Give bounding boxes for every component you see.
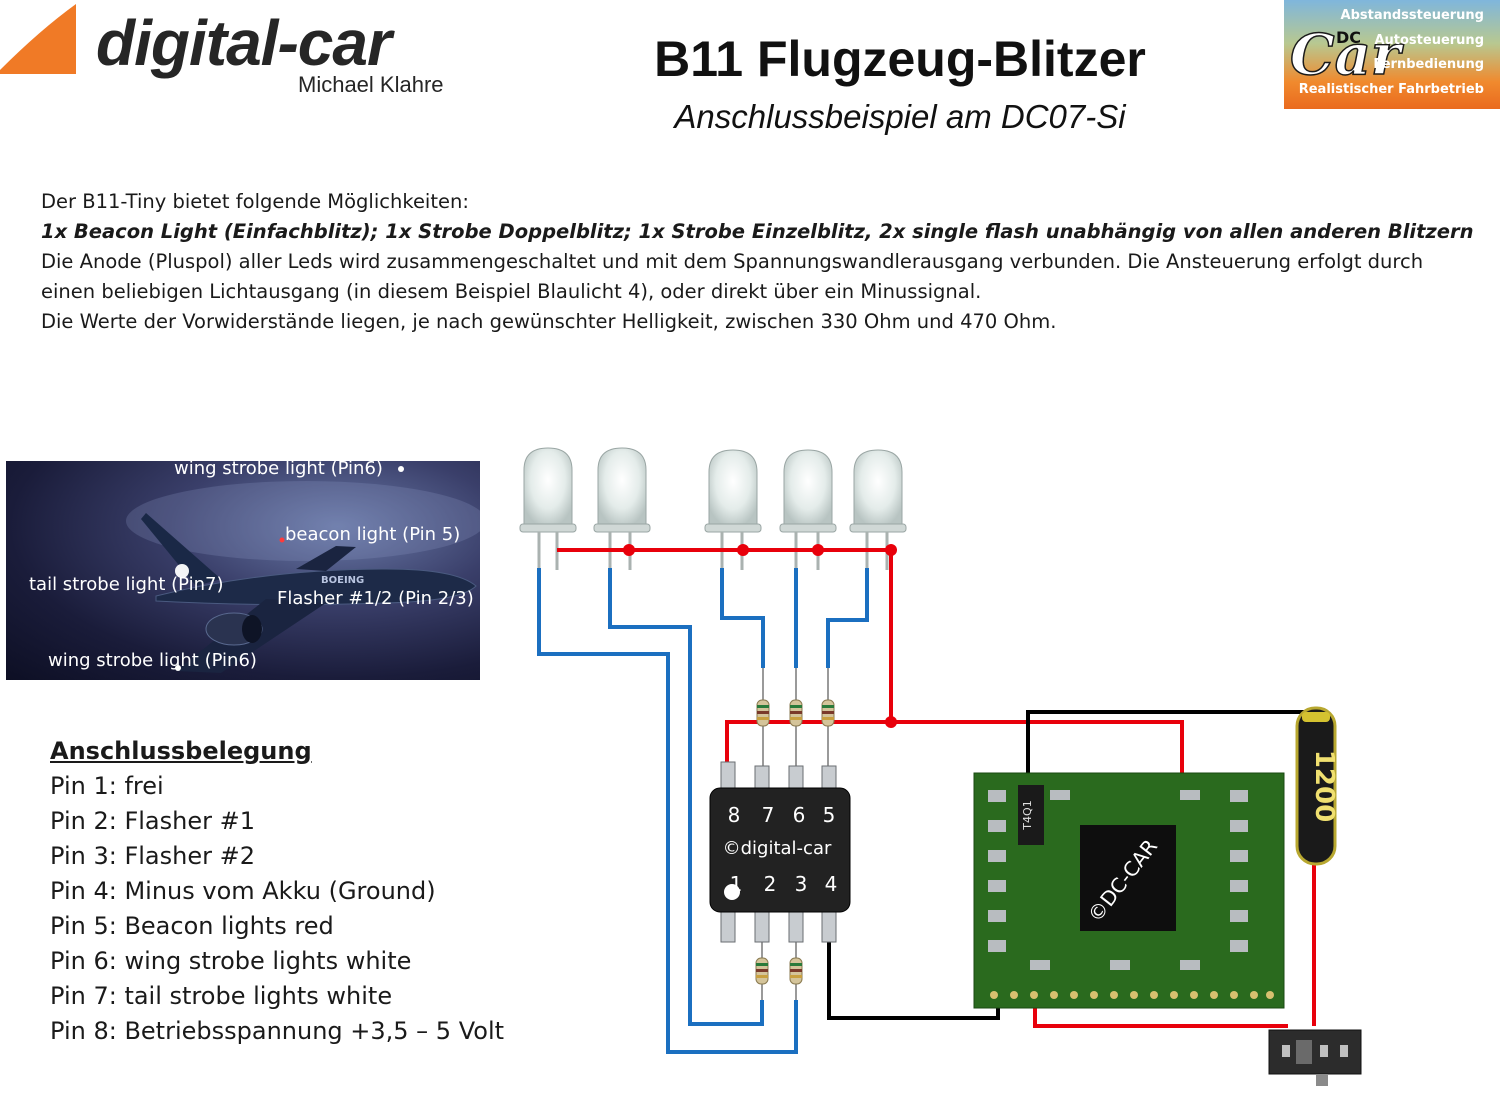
led-5: [849, 449, 907, 570]
b11-chip: 8 7 6 5 ©digital-car 1 2 3 4: [709, 761, 851, 943]
power-switch: [1268, 1029, 1362, 1086]
anode-wires-red: [557, 548, 1316, 1028]
description-line: Der B11-Tiny bietet folgende Möglichkeit…: [41, 190, 469, 213]
dc-car-feature: Abstandssteuerung: [1340, 8, 1484, 23]
pin-assignment-list: Anschlussbelegung Pin 1: frei Pin 2: Fla…: [50, 734, 504, 1049]
airplane-image: BOEING wing strobe light (Pin6) beacon l…: [6, 461, 480, 680]
description-features: 1x Beacon Light (Einfachblitz); 1x Strob…: [41, 220, 1474, 243]
pin-list-item: Pin 6: wing strobe lights white: [50, 947, 412, 975]
chip-pin-4: 4: [825, 872, 838, 896]
pin-list-item: Pin 5: Beacon lights red: [50, 912, 334, 940]
battery-label: 1200: [1309, 750, 1339, 822]
battery-1200: 1200: [1295, 706, 1339, 866]
chip-pin-3: 3: [795, 872, 808, 896]
chip-label: ©digital-car: [723, 838, 832, 859]
label-flasher: Flasher #1/2 (Pin 2/3): [277, 588, 474, 609]
led-3: [704, 449, 762, 570]
dc-car-feature: Fernbedienung: [1373, 57, 1484, 72]
airplane-illustration: BOEING: [126, 466, 480, 673]
description-line: Die Anode (Pluspol) aller Leds wird zusa…: [41, 250, 1424, 273]
chip-pin-5: 5: [823, 803, 836, 827]
led-1: [519, 447, 577, 570]
anode-junctions: [623, 544, 897, 728]
fuselage-text: BOEING: [321, 575, 364, 586]
pin-list-heading: Anschlussbelegung: [50, 737, 312, 765]
dc-car-logo-dc: DC: [1336, 28, 1362, 47]
pin-list-item: Pin 3: Flasher #2: [50, 842, 255, 870]
label-wing-strobe-bottom: wing strobe light (Pin6): [48, 650, 257, 671]
resistor-top-2: [789, 668, 803, 770]
dc-car-logo: Car DC Abstandssteuerung Autosteuerung F…: [1284, 0, 1500, 109]
pin-list-item: Pin 4: Minus vom Akku (Ground): [50, 877, 436, 905]
description-line: Die Werte der Vorwiderstände liegen, je …: [41, 310, 1057, 333]
led-4: [779, 449, 837, 570]
pin-list-item: Pin 2: Flasher #1: [50, 807, 255, 835]
chip-pin-8: 8: [728, 803, 741, 827]
resistor-top-1: [756, 668, 770, 770]
description-line: einen beliebigen Lichtausgang (in diesem…: [41, 280, 982, 303]
chip-pin-6: 6: [793, 803, 806, 827]
chip-pin-1: 1: [730, 872, 743, 896]
pin-list-item: Pin 7: tail strobe lights white: [50, 982, 393, 1010]
digital-car-logo: digital-car Michael Klahre: [0, 0, 444, 97]
resistor-top-3: [821, 668, 835, 770]
page-subtitle: Anschlussbeispiel am DC07-Si: [674, 98, 1126, 135]
page-title: B11 Flugzeug-Blitzer: [654, 31, 1146, 87]
board-small-label: T4Q1: [1021, 800, 1034, 830]
led-2: [593, 447, 651, 570]
dc-car-feature: Realistischer Fahrbetrieb: [1298, 82, 1484, 97]
label-tail-strobe: tail strobe light (Pin7): [29, 574, 224, 595]
logo-road-icon: [0, 0, 76, 74]
pin-list-item: Pin 8: Betriebsspannung +3,5 – 5 Volt: [50, 1017, 505, 1045]
cathode-wires-blue: [537, 568, 869, 1054]
logo-subtitle: Michael Klahre: [298, 72, 444, 97]
dc-car-feature: Autosteuerung: [1374, 33, 1484, 48]
dc-car-logo-big: Car: [1289, 21, 1401, 89]
ground-wires-black: [827, 710, 1304, 1020]
chip-pin-2: 2: [764, 872, 777, 896]
description: Der B11-Tiny bietet folgende Möglichkeit…: [41, 187, 1481, 337]
label-beacon: beacon light (Pin 5): [285, 524, 461, 545]
label-wing-strobe-top: wing strobe light (Pin6): [174, 461, 383, 479]
dc07-board: T4Q1 ©DC-CAR: [973, 772, 1285, 1009]
pin-list-item: Pin 1: frei: [50, 772, 164, 800]
chip-pin-7: 7: [762, 803, 775, 827]
logo-brand: digital-car: [96, 7, 392, 79]
